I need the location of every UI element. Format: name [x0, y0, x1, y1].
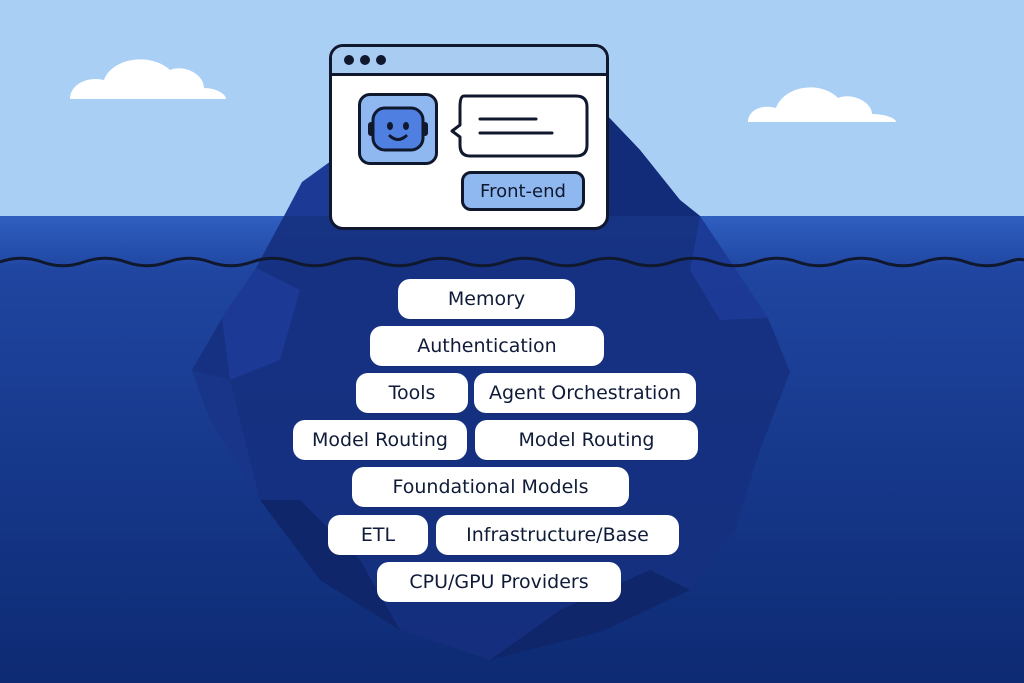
cloud-right-icon [748, 87, 896, 122]
layer-memory: Memory [398, 279, 575, 319]
cloud-left-icon [70, 59, 226, 99]
layer-infrastructure-base: Infrastructure/Base [436, 515, 679, 555]
layer-authentication: Authentication [370, 326, 604, 366]
robot-avatar [358, 93, 438, 165]
window-titlebar [332, 47, 606, 76]
window-dot-icon [344, 55, 354, 65]
waterline [0, 256, 1024, 268]
robot-face-icon [368, 106, 428, 152]
layer-foundational-models: Foundational Models [352, 467, 629, 507]
layer-model-routing-2: Model Routing [475, 420, 698, 460]
window-dot-icon [376, 55, 386, 65]
layer-tools: Tools [356, 373, 468, 413]
window-dot-icon [360, 55, 370, 65]
layer-agent-orchestration: Agent Orchestration [474, 373, 696, 413]
front-end-button[interactable]: Front-end [461, 171, 585, 211]
layer-etl: ETL [328, 515, 428, 555]
chat-bubble-icon [450, 94, 589, 158]
layer-cpu-gpu-providers: CPU/GPU Providers [377, 562, 621, 602]
layer-model-routing: Model Routing [293, 420, 467, 460]
front-end-window: Front-end [329, 44, 609, 230]
